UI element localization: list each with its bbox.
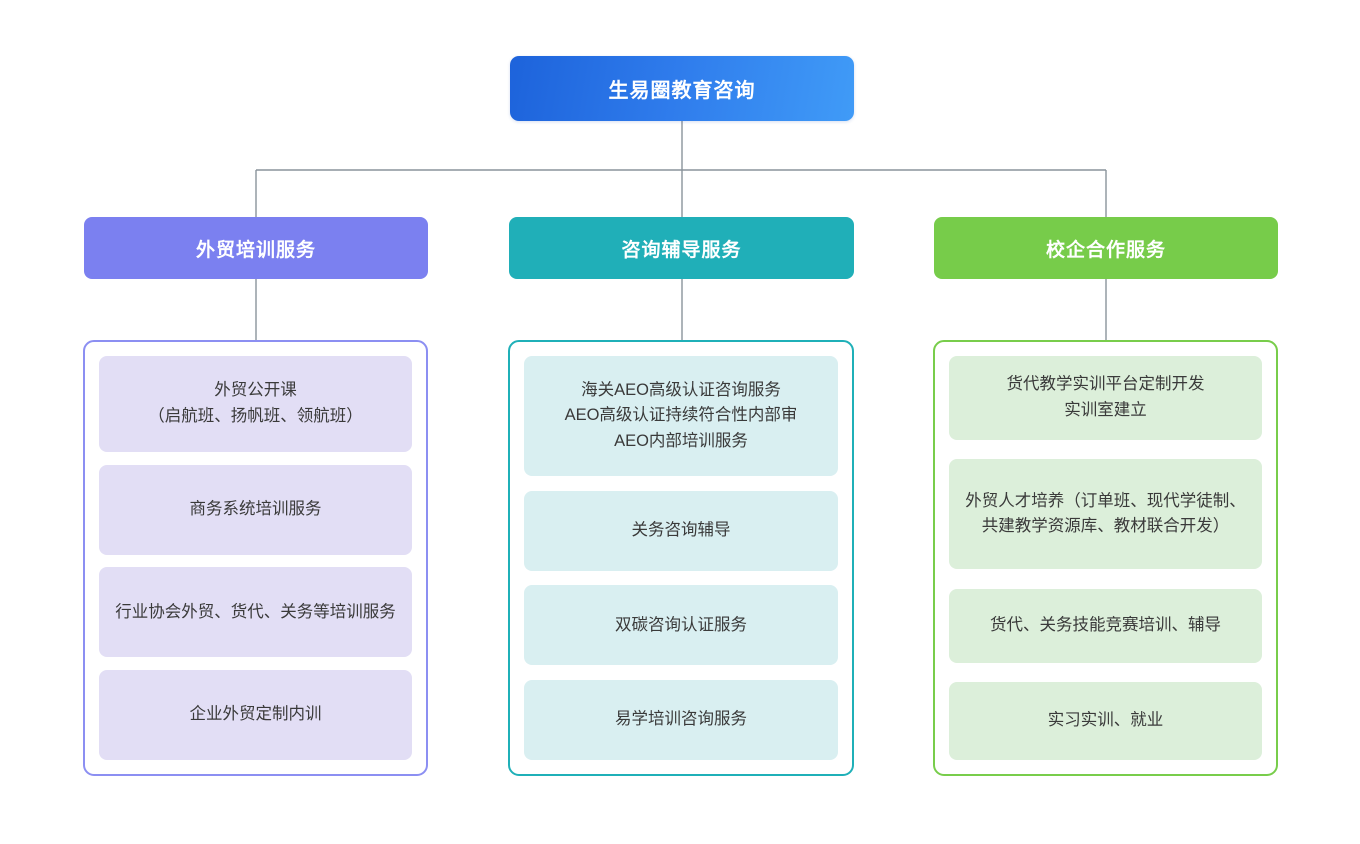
item-card[interactable]: 海关AEO高级认证咨询服务 AEO高级认证持续符合性内部审 AEO内部培训服务 xyxy=(524,356,838,476)
category-header-label: 外贸培训服务 xyxy=(195,239,316,261)
group-box-xiaoqi-hezuo: 货代教学实训平台定制开发 实训室建立 外贸人才培养（订单班、现代学徒制、共建教学… xyxy=(933,340,1278,776)
item-card[interactable]: 易学培训咨询服务 xyxy=(524,679,838,760)
group-box-waimao-peixun: 外贸公开课 （启航班、扬帆班、领航班） 商务系统培训服务 行业协会外贸、货代、关… xyxy=(83,340,428,776)
item-card[interactable]: 双碳咨询认证服务 xyxy=(524,585,838,666)
category-header-label: 校企合作服务 xyxy=(1045,239,1166,261)
item-card[interactable]: 货代教学实训平台定制开发 实训室建立 xyxy=(949,356,1262,440)
category-header-waimao-peixun[interactable]: 外贸培训服务 xyxy=(84,217,428,279)
item-card[interactable]: 实习实训、就业 xyxy=(949,681,1262,760)
item-card[interactable]: 关务咨询辅导 xyxy=(524,490,838,571)
root-node-label: 生易圈教育咨询 xyxy=(608,80,756,102)
item-card[interactable]: 企业外贸定制内训 xyxy=(99,669,412,760)
category-header-label: 咨询辅导服务 xyxy=(621,239,742,261)
group-box-zixun-fudao: 海关AEO高级认证咨询服务 AEO高级认证持续符合性内部审 AEO内部培训服务 … xyxy=(508,340,854,776)
item-card[interactable]: 商务系统培训服务 xyxy=(99,464,412,555)
category-header-xiaoqi-hezuo[interactable]: 校企合作服务 xyxy=(934,217,1278,279)
root-node[interactable]: 生易圈教育咨询 xyxy=(510,56,854,121)
category-header-zixun-fudao[interactable]: 咨询辅导服务 xyxy=(509,217,854,279)
item-card[interactable]: 外贸人才培养（订单班、现代学徒制、共建教学资源库、教材联合开发） xyxy=(949,459,1262,570)
item-card[interactable]: 外贸公开课 （启航班、扬帆班、领航班） xyxy=(99,356,412,452)
item-card[interactable]: 货代、关务技能竞赛培训、辅导 xyxy=(949,588,1262,663)
item-card[interactable]: 行业协会外贸、货代、关务等培训服务 xyxy=(99,567,412,658)
